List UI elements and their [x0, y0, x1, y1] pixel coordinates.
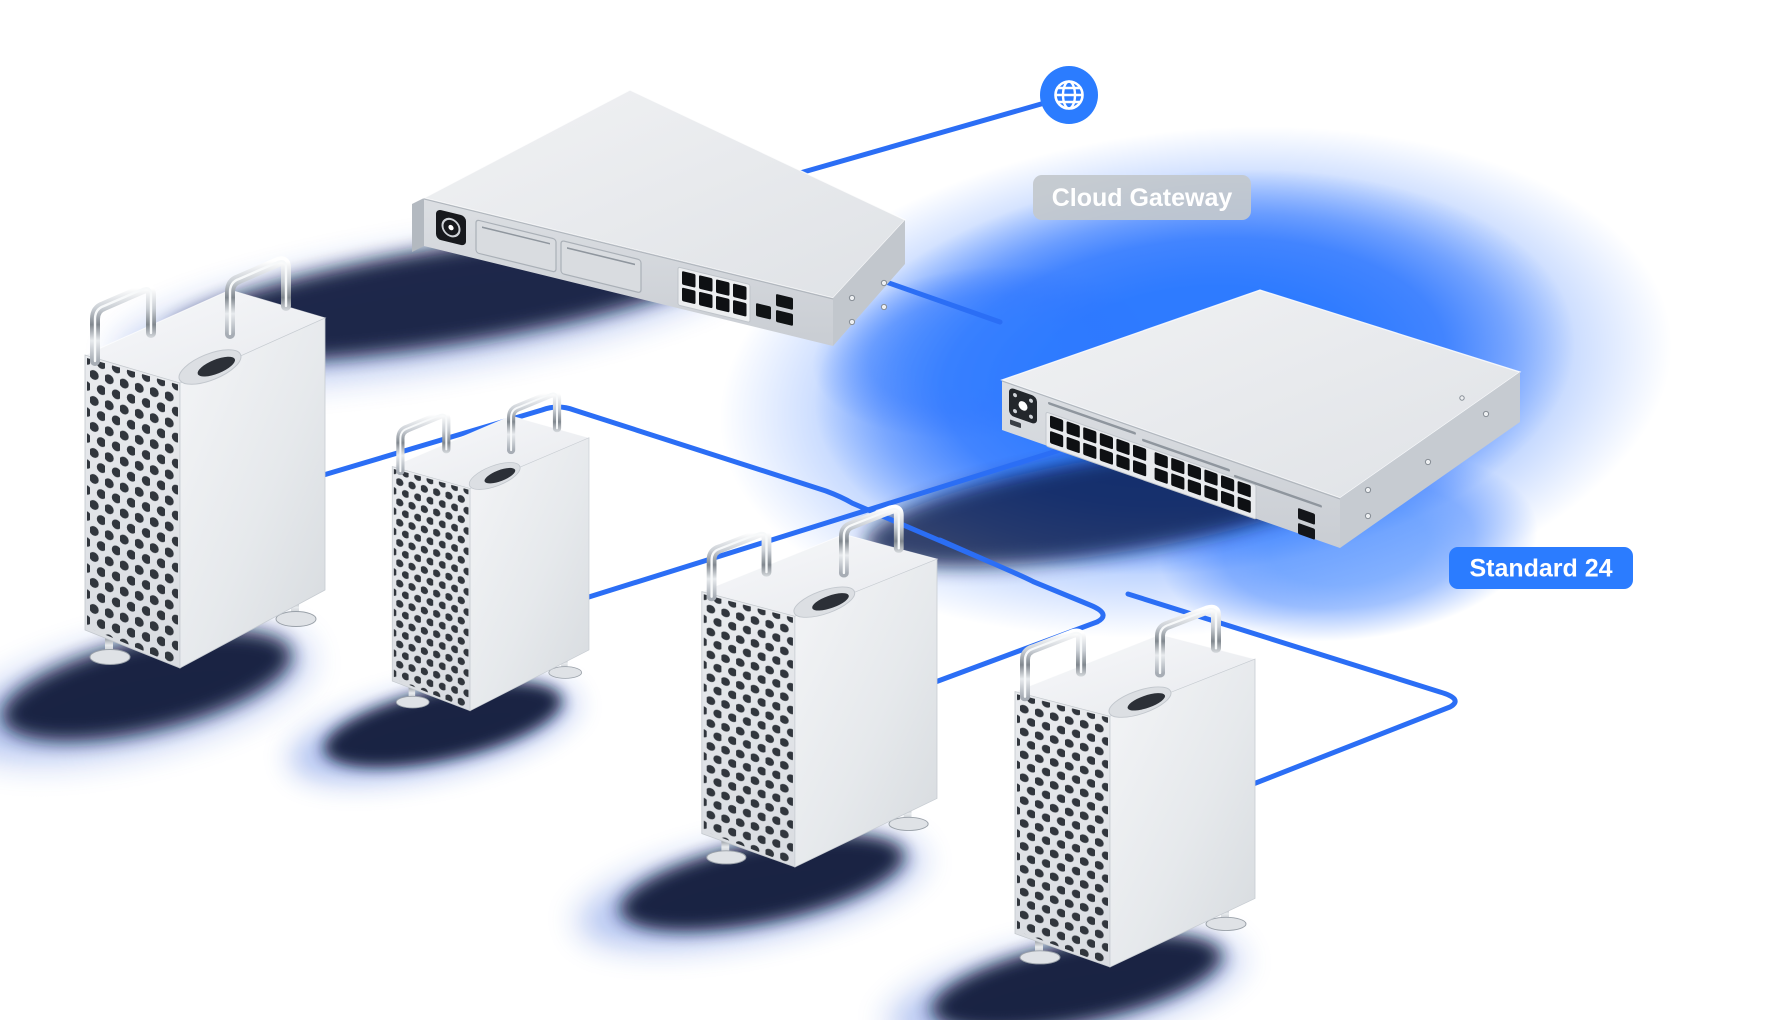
- cloud-gateway-label: Cloud Gateway: [1033, 175, 1251, 220]
- line-internet-to-gateway: [797, 95, 1065, 176]
- workstation-tower-3: [568, 509, 937, 972]
- switch-vent-slits: [1048, 402, 1322, 508]
- cloud-gateway-device: [412, 89, 906, 346]
- line-workstation2-to-switch: [557, 447, 1063, 609]
- standard-24-label: Standard 24: [1449, 547, 1633, 589]
- workstation-tower-2: [280, 393, 589, 803]
- cloud-gateway-label-text: Cloud Gateway: [1052, 184, 1233, 212]
- gateway-display: [436, 210, 466, 246]
- gateway-sfp-ports: [756, 294, 793, 326]
- line-workstation4-to-switch: [1125, 591, 1458, 798]
- switch-display: [1009, 388, 1037, 428]
- gateway-left-end: [412, 198, 424, 252]
- gateway-side-screws: [848, 279, 888, 326]
- switch-ethernet-ports: [1050, 415, 1251, 513]
- line-workstation1-to-switch: [297, 404, 995, 566]
- gateway-drive-bays: [475, 219, 642, 293]
- globe-icon: [1040, 66, 1098, 124]
- switch-standard-24-device: [1000, 289, 1522, 548]
- switch-side-screws: [1364, 395, 1490, 520]
- line-workstation3-to-switch: [927, 537, 1106, 687]
- gateway-ethernet-ports: [682, 271, 747, 317]
- switch-sfp-ports: [1298, 508, 1315, 540]
- workstation-tower-1: [0, 261, 325, 787]
- gateway-right-face: [833, 220, 905, 346]
- standard-24-label-text: Standard 24: [1469, 555, 1612, 583]
- connection-lines: [297, 95, 1458, 798]
